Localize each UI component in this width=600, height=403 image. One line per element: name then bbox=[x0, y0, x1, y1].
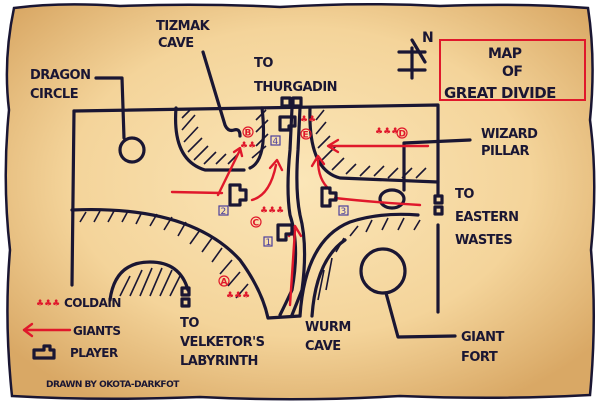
giant-fort-leader bbox=[384, 291, 457, 339]
dragon-circle bbox=[118, 136, 146, 164]
exit-eastern-wastes[interactable] bbox=[433, 194, 444, 216]
label-wizard-1: WIZARD bbox=[481, 127, 538, 142]
coldain-marker-b: B ♣♣ bbox=[240, 126, 256, 151]
coldain-markers: A♣♣♣ B♣♣ C♣♣♣ D♣♣♣ E♣♣ bbox=[218, 115, 408, 301]
giants-arrows bbox=[170, 138, 430, 307]
title-line-2: OF bbox=[502, 64, 522, 80]
tizmak-cave-leader bbox=[201, 50, 242, 138]
label-wizard-2: PILLAR bbox=[481, 144, 529, 159]
player-positions bbox=[228, 115, 338, 242]
title-line-3: GREAT DIVIDE bbox=[444, 84, 556, 102]
east-ridge bbox=[298, 212, 420, 318]
exit-thurgadin[interactable] bbox=[280, 96, 303, 108]
label-dragon-1: DRAGON bbox=[30, 68, 90, 83]
legend-player-label: PLAYER bbox=[70, 346, 118, 360]
coldain-trees-icon: ♣♣♣ bbox=[36, 299, 60, 309]
giant-fort bbox=[359, 247, 407, 295]
credit-text: DRAWN BY OKOTA-DARKFOT bbox=[46, 380, 180, 390]
player-number-markers: 1 2 3 4 bbox=[218, 135, 349, 248]
wizard-pillar bbox=[378, 188, 406, 210]
title-box bbox=[439, 39, 586, 101]
label-eastern-3: WASTES bbox=[455, 233, 512, 248]
legend: ♣♣♣ COLDAIN GIANTS PLAYER bbox=[22, 296, 121, 360]
coldain-marker-a: A ♣♣♣ bbox=[218, 275, 250, 301]
svg-text:E: E bbox=[303, 131, 309, 141]
svg-text:♣♣: ♣♣ bbox=[240, 141, 256, 151]
chasm-east-wall bbox=[290, 106, 307, 317]
legend-coldain-label: COLDAIN bbox=[64, 296, 121, 310]
label-thurgadin-2: THURGADIN bbox=[254, 80, 337, 95]
label-thurgadin-1: TO bbox=[254, 56, 273, 71]
wizard-pillar-leader bbox=[402, 138, 472, 192]
label-wurm-1: WURM bbox=[305, 320, 351, 335]
svg-text:♣♣♣: ♣♣♣ bbox=[375, 127, 399, 137]
dragon-circle-leader bbox=[94, 76, 126, 140]
coldain-marker-c: C♣♣♣ bbox=[250, 206, 284, 229]
label-giant-fort-2: FORT bbox=[461, 350, 498, 365]
nw-cliff bbox=[173, 106, 246, 172]
compass-icon bbox=[397, 38, 427, 80]
sw-mound bbox=[108, 260, 190, 302]
ne-cliff-hatching bbox=[315, 109, 427, 179]
red-arrow-icon bbox=[22, 322, 72, 338]
player-icon bbox=[32, 344, 56, 360]
label-velketor-3: LABYRINTH bbox=[180, 354, 258, 369]
sw-mound-hatching bbox=[119, 267, 181, 297]
north-boundary bbox=[72, 103, 440, 197]
svg-text:♣♣♣: ♣♣♣ bbox=[226, 291, 250, 301]
compass-north-label: N bbox=[422, 30, 433, 46]
svg-text:♣♣: ♣♣ bbox=[300, 115, 316, 125]
label-velketor-2: VELKETOR'S bbox=[180, 335, 265, 350]
svg-text:♣♣♣: ♣♣♣ bbox=[260, 206, 284, 216]
legend-giants-label: GIANTS bbox=[73, 324, 120, 338]
svg-text:1: 1 bbox=[266, 238, 272, 248]
label-giant-fort-1: GIANT bbox=[461, 330, 504, 345]
svg-text:D: D bbox=[399, 130, 406, 140]
label-tizmak-2: CAVE bbox=[158, 36, 194, 51]
svg-text:4: 4 bbox=[273, 137, 279, 147]
title-line-1: MAP bbox=[488, 46, 522, 62]
svg-text:A: A bbox=[221, 278, 228, 288]
label-velketor-1: TO bbox=[180, 316, 199, 331]
label-eastern-2: EASTERN bbox=[455, 210, 518, 225]
label-tizmak-1: TIZMAK bbox=[156, 19, 211, 34]
svg-text:C: C bbox=[253, 219, 260, 229]
west-boundary bbox=[70, 109, 76, 287]
label-dragon-2: CIRCLE bbox=[30, 87, 78, 102]
coldain-marker-e: E ♣♣ bbox=[300, 115, 316, 141]
east-ridge-hatching bbox=[317, 217, 421, 301]
svg-text:3: 3 bbox=[341, 207, 347, 217]
coldain-marker-d: D♣♣♣ bbox=[375, 127, 408, 140]
west-ridge bbox=[70, 207, 302, 320]
svg-text:2: 2 bbox=[221, 207, 227, 217]
parchment-background bbox=[4, 2, 596, 401]
label-wurm-2: CAVE bbox=[305, 339, 341, 354]
label-eastern-1: TO bbox=[455, 187, 474, 202]
exit-velketors-labyrinth[interactable] bbox=[180, 286, 191, 308]
west-ridge-hatching bbox=[79, 210, 249, 299]
svg-text:B: B bbox=[245, 129, 252, 139]
tizmak-cave-wall bbox=[248, 106, 266, 170]
